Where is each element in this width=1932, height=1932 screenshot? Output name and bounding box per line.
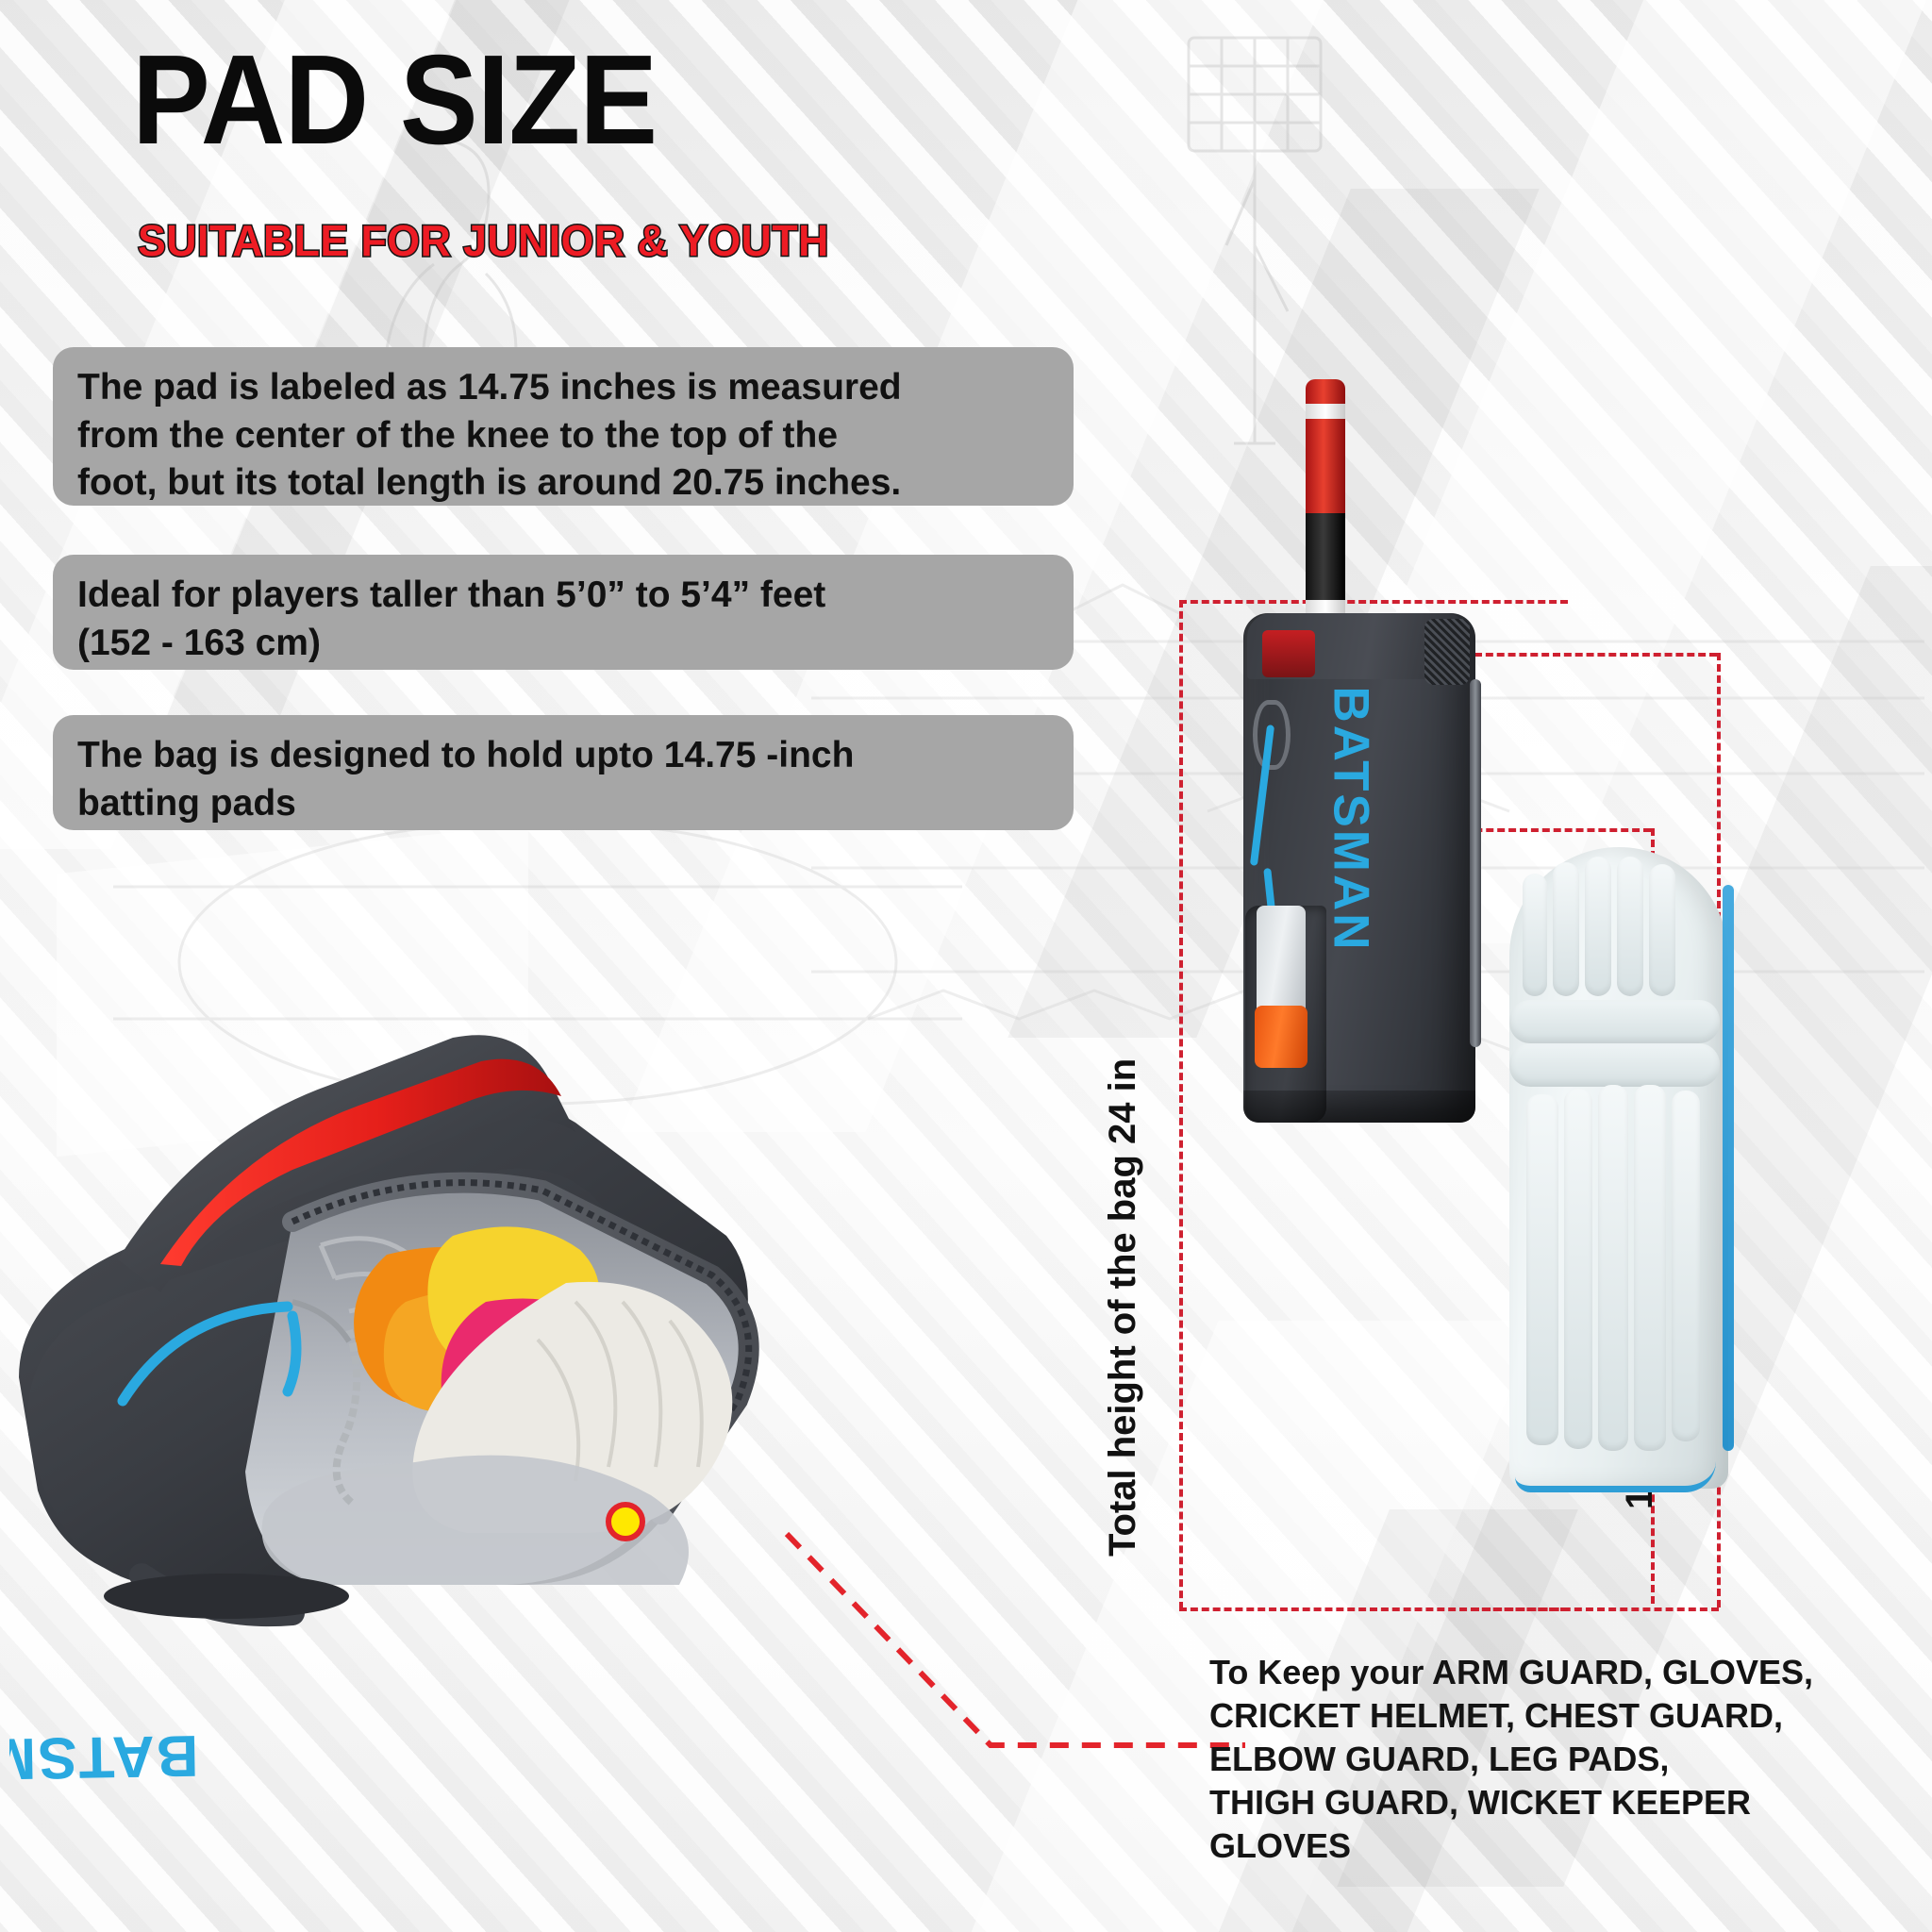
floodlight-sketch-icon bbox=[1187, 36, 1323, 445]
callout-line: The bag is designed to hold upto 14.75 -… bbox=[77, 735, 855, 775]
pad-foot-trim bbox=[1515, 1461, 1717, 1492]
pad-shin-bolster bbox=[1598, 1085, 1628, 1451]
cricket-kit-bag-open: BATSMAN bbox=[0, 1019, 962, 1849]
water-bottle bbox=[1257, 906, 1306, 1019]
pad-knee-bolster bbox=[1523, 874, 1547, 996]
callout-pad-label-measurement: The pad is labeled as 14.75 inches is me… bbox=[53, 347, 1074, 506]
bag-base bbox=[1243, 1091, 1475, 1123]
contents-leader-line bbox=[784, 1531, 1245, 1748]
bag-mesh-pocket bbox=[1424, 619, 1470, 685]
pad-shin-bolster bbox=[1672, 1091, 1700, 1441]
contents-note-line: To Keep your ARM GUARD, GLOVES, bbox=[1209, 1653, 1814, 1691]
page-title: PAD SIZE bbox=[132, 28, 658, 171]
contents-note-line: CRICKET HELMET, CHEST GUARD, bbox=[1209, 1696, 1784, 1736]
batting-pad bbox=[1509, 847, 1734, 1492]
pad-shin-bolster bbox=[1634, 1085, 1666, 1451]
pad-shin-bolster bbox=[1526, 1094, 1558, 1445]
callout-line: (152 - 163 cm) bbox=[77, 622, 321, 663]
callout-line: foot, but its total length is around 20.… bbox=[77, 462, 902, 504]
pad-knee-bolster bbox=[1553, 862, 1579, 996]
bag-height-bottom-line bbox=[1179, 1607, 1568, 1611]
pad-shin-bolster bbox=[1564, 1089, 1592, 1449]
pad-knee-bolster bbox=[1585, 857, 1611, 996]
bag-red-lining bbox=[1262, 630, 1315, 677]
bag-height-dimension-line bbox=[1179, 600, 1183, 1609]
open-bag-brand-label: BATSMAN bbox=[9, 1723, 199, 1793]
open-bag-illustration: BATSMAN bbox=[0, 1035, 759, 1793]
pad-total-bottom-line bbox=[1472, 1607, 1719, 1611]
water-bottle-cap bbox=[1255, 1006, 1307, 1068]
contents-note-line: GLOVES bbox=[1209, 1826, 1352, 1866]
pad-knee-bolster bbox=[1649, 864, 1675, 996]
callout-bag-capacity: The bag is designed to hold upto 14.75 -… bbox=[53, 715, 1074, 830]
bag-brand-label: BATSMAN bbox=[1323, 686, 1379, 953]
bag-zipper bbox=[1470, 679, 1481, 1047]
pad-knee-bolster bbox=[1617, 857, 1643, 996]
callout-line: The pad is labeled as 14.75 inches is me… bbox=[77, 367, 902, 408]
cricket-bat-handle bbox=[1306, 379, 1345, 636]
contents-note-line: ELBOW GUARD, LEG PADS, bbox=[1209, 1740, 1670, 1779]
contents-note-line: THIGH GUARD, WICKET KEEPER bbox=[1209, 1783, 1752, 1823]
contents-note: To Keep your ARM GUARD, GLOVES, CRICKET … bbox=[1209, 1651, 1870, 1868]
callout-player-height: Ideal for players taller than 5’0” to 5’… bbox=[53, 555, 1074, 670]
pad-knee-top-line bbox=[1396, 828, 1651, 832]
cricket-kit-bag-upright: BATSMAN bbox=[1243, 379, 1481, 1123]
bag-height-label: Total height of the bag 24 in bbox=[1102, 1058, 1143, 1557]
page-subtitle: SUITABLE FOR JUNIOR & YOUTH bbox=[137, 215, 830, 267]
pad-knee-band bbox=[1509, 1043, 1720, 1087]
pad-blue-edge-trim bbox=[1723, 885, 1734, 1451]
callout-line: from the center of the knee to the top o… bbox=[77, 414, 839, 456]
callout-line: Ideal for players taller than 5’0” to 5’… bbox=[77, 575, 826, 615]
bag-drawcord-loop-icon bbox=[1253, 700, 1291, 770]
pad-knee-band bbox=[1509, 1000, 1720, 1043]
callout-line: batting pads bbox=[77, 782, 296, 824]
bag-height-top-line bbox=[1179, 600, 1568, 604]
dimension-diagram: Total height of the bag 24 in 14.75 in 2… bbox=[1102, 509, 1896, 1611]
pad-total-top-line bbox=[1396, 653, 1717, 657]
contents-marker-dot bbox=[606, 1502, 645, 1541]
